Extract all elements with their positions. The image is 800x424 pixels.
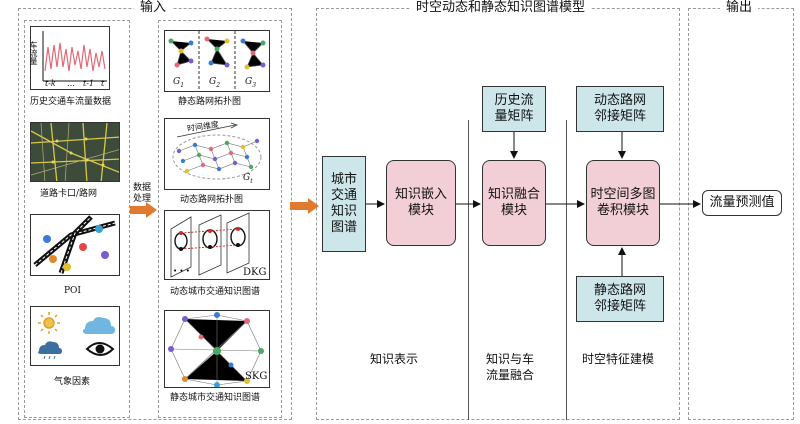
history-flow-ylabel: 车流量: [29, 41, 38, 65]
flow-prediction-label: 流量预测值: [709, 195, 775, 210]
static-adjacency-matrix-box: 静态路网邻接矩阵: [576, 276, 664, 322]
xtick-t-k: t-k: [45, 79, 56, 88]
dkg-card: • • • DKG: [164, 210, 270, 280]
skg-graph: [168, 312, 264, 388]
processing-arrow: [130, 202, 157, 218]
dynamic-topology-graph: [172, 122, 262, 180]
rain-cloud-icon: [38, 341, 62, 354]
spatiotemporal-gcn-module: 时空间多图卷积模块: [586, 160, 660, 246]
history-flow-matrix-label: 历史流量矩阵: [494, 93, 534, 124]
static-topology-caption: 静态路网拓扑图: [178, 97, 242, 107]
knowledge-embedding-module: 知识嵌入模块: [386, 160, 456, 246]
separator-2: [566, 120, 567, 420]
raw-input-column: [24, 20, 130, 418]
eye-icon: [85, 342, 115, 356]
static-topology-card: G1 G2 G3: [164, 30, 270, 92]
static-adjacency-matrix-label: 静态路网邻接矩阵: [593, 283, 646, 314]
spatiotemporal-modeling-label: 时空特征建模: [582, 352, 655, 366]
dynamic-topology-caption: 动态路网拓扑图: [180, 195, 244, 205]
spatiotemporal-gcn-label: 时空间多图卷积模块: [590, 187, 656, 218]
dynamic-topology-card: 时间维度 Gt: [164, 118, 270, 190]
flow-prediction-box: 流量预测值: [702, 190, 782, 216]
static-graph-label-2: G2: [209, 77, 221, 89]
weather-caption: 气象因素: [54, 377, 91, 387]
processing-label-line2: 处理: [133, 194, 152, 204]
dynamic-adjacency-matrix-label: 动态路网邻接矩阵: [593, 93, 646, 124]
sun-icon: [38, 312, 60, 334]
input-section-title: 输入: [134, 0, 173, 16]
knowledge-embedding-label: 知识嵌入模块: [394, 187, 447, 218]
xtick-t: t: [101, 79, 105, 88]
knowledge-representation-label: 知识表示: [370, 352, 419, 366]
xtick-t-1: t-1: [83, 79, 95, 88]
road-checkpoint-image: [30, 122, 120, 182]
skg-tag: SKG: [245, 371, 268, 382]
static-topology-graph: [168, 31, 266, 91]
city-traffic-kg-label: 城市交通知识图谱: [330, 172, 357, 235]
history-flow-caption: 历史交通车流量数据: [30, 97, 112, 107]
knowledge-flow-fusion-label-2: 流量融合: [486, 368, 535, 382]
svg-text:• • •: • • •: [173, 267, 190, 275]
weather-card: [30, 306, 120, 366]
weather-icons: [38, 312, 115, 360]
dkg-graph: • • •: [170, 212, 250, 278]
static-graph-label-1: G1: [173, 77, 185, 89]
poi-map-icon: [33, 215, 116, 274]
skg-caption: 静态城市交通知识图谱: [170, 393, 261, 403]
input-to-model-arrow: [290, 198, 319, 214]
city-traffic-kg-box: 城市交通知识图谱: [322, 156, 366, 252]
model-section-title: 时空动态和静态知识图谱模型: [410, 0, 592, 16]
processing-label-line1: 数据: [133, 183, 152, 193]
cloud-icon: [83, 317, 115, 334]
dkg-tag: DKG: [243, 267, 267, 278]
history-flow-chart-card: 车流量 t-k … t-1 t: [29, 26, 110, 90]
dkg-caption: 动态城市交通知识图谱: [170, 287, 261, 297]
dynamic-graph-label: Gt: [243, 173, 253, 185]
processed-input-column: [158, 20, 282, 418]
poi-caption: POI: [64, 286, 81, 296]
knowledge-fusion-module: 知识融合模块: [482, 160, 546, 246]
knowledge-flow-fusion-label-1: 知识与车: [486, 352, 535, 366]
skg-card: SKG: [164, 310, 270, 388]
knowledge-fusion-label: 知识融合模块: [488, 187, 541, 218]
output-section-title: 输出: [720, 0, 759, 16]
xtick-ellipsis: …: [67, 79, 75, 88]
separator-1: [468, 120, 469, 420]
road-network-map: [31, 123, 119, 181]
dynamic-adjacency-matrix-box: 动态路网邻接矩阵: [576, 86, 664, 132]
history-flow-matrix-box: 历史流量矩阵: [482, 86, 546, 132]
static-graph-label-3: G3: [245, 77, 257, 89]
road-checkpoint-caption: 道路卡口/路网: [40, 189, 98, 199]
history-flow-chart: [42, 31, 107, 82]
poi-card: [30, 214, 120, 276]
